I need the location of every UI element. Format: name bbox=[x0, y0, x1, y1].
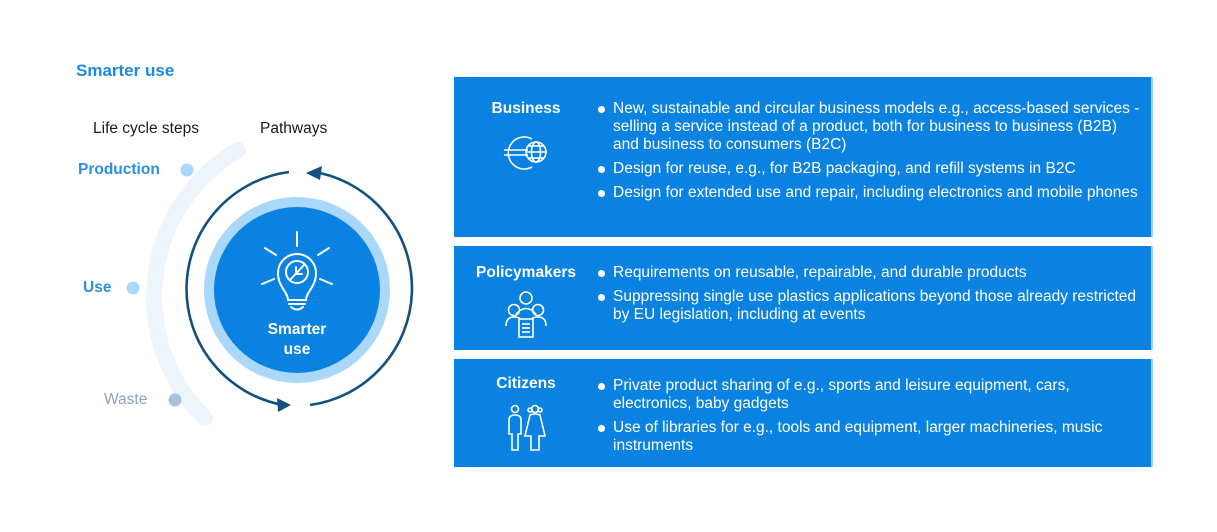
bullet-item: Use of libraries for e.g., tools and equ… bbox=[595, 419, 1143, 455]
policymakers-bullet-list: Requirements on reusable, repairable, an… bbox=[595, 264, 1143, 330]
lifecycle-use: Use bbox=[83, 279, 112, 296]
pathway-label-citizens: Citizens bbox=[496, 375, 556, 392]
citizens-bullet-list: Private product sharing of e.g., sports … bbox=[595, 377, 1143, 461]
arrowhead-top-icon bbox=[306, 166, 322, 180]
bullet-item: New, sustainable and circular business m… bbox=[595, 100, 1143, 154]
lightbulb-leaf-icon bbox=[261, 231, 333, 311]
center-label-line2: use bbox=[283, 341, 311, 358]
bullet-item: Design for reuse, e.g., for B2B packagin… bbox=[595, 160, 1143, 178]
lifecycle-track bbox=[146, 142, 246, 426]
production-dot bbox=[180, 163, 194, 177]
page-title: Smarter use bbox=[76, 61, 175, 80]
man-woman-icon bbox=[508, 404, 547, 451]
business-bullet-list: New, sustainable and circular business m… bbox=[595, 100, 1143, 208]
bullet-item: Design for extended use and repair, incl… bbox=[595, 184, 1143, 202]
center-disc bbox=[214, 207, 380, 373]
pathway-business: Business New, sustainable and circular b… bbox=[454, 77, 1153, 237]
pathways-header: Pathways bbox=[260, 120, 328, 137]
bullet-item: Suppressing single use plastics applicat… bbox=[595, 288, 1143, 324]
lifecycle-waste: Waste bbox=[104, 391, 148, 408]
waste-dot bbox=[168, 393, 182, 407]
euro-globe-icon bbox=[504, 136, 547, 170]
pathway-label-policymakers: Policymakers bbox=[476, 264, 576, 281]
pathway-citizens: Citizens Private product sharing of e.g.… bbox=[454, 359, 1153, 467]
center-label: Smarter use bbox=[237, 320, 357, 360]
group-document-icon bbox=[505, 291, 547, 338]
pathway-label-business: Business bbox=[491, 100, 561, 117]
center-label-line1: Smarter bbox=[267, 321, 327, 338]
cycle-arrows-icon bbox=[185, 170, 414, 407]
bullet-item: Requirements on reusable, repairable, an… bbox=[595, 264, 1143, 282]
bullet-item: Private product sharing of e.g., sports … bbox=[595, 377, 1143, 413]
arrowhead-bottom-icon bbox=[277, 398, 291, 412]
lifecycle-production: Production bbox=[78, 161, 160, 178]
pathway-policymakers: Policymakers Requirements on reusable, r… bbox=[454, 246, 1153, 350]
life-cycle-steps-header: Life cycle steps bbox=[93, 120, 199, 137]
use-dot bbox=[126, 281, 140, 295]
